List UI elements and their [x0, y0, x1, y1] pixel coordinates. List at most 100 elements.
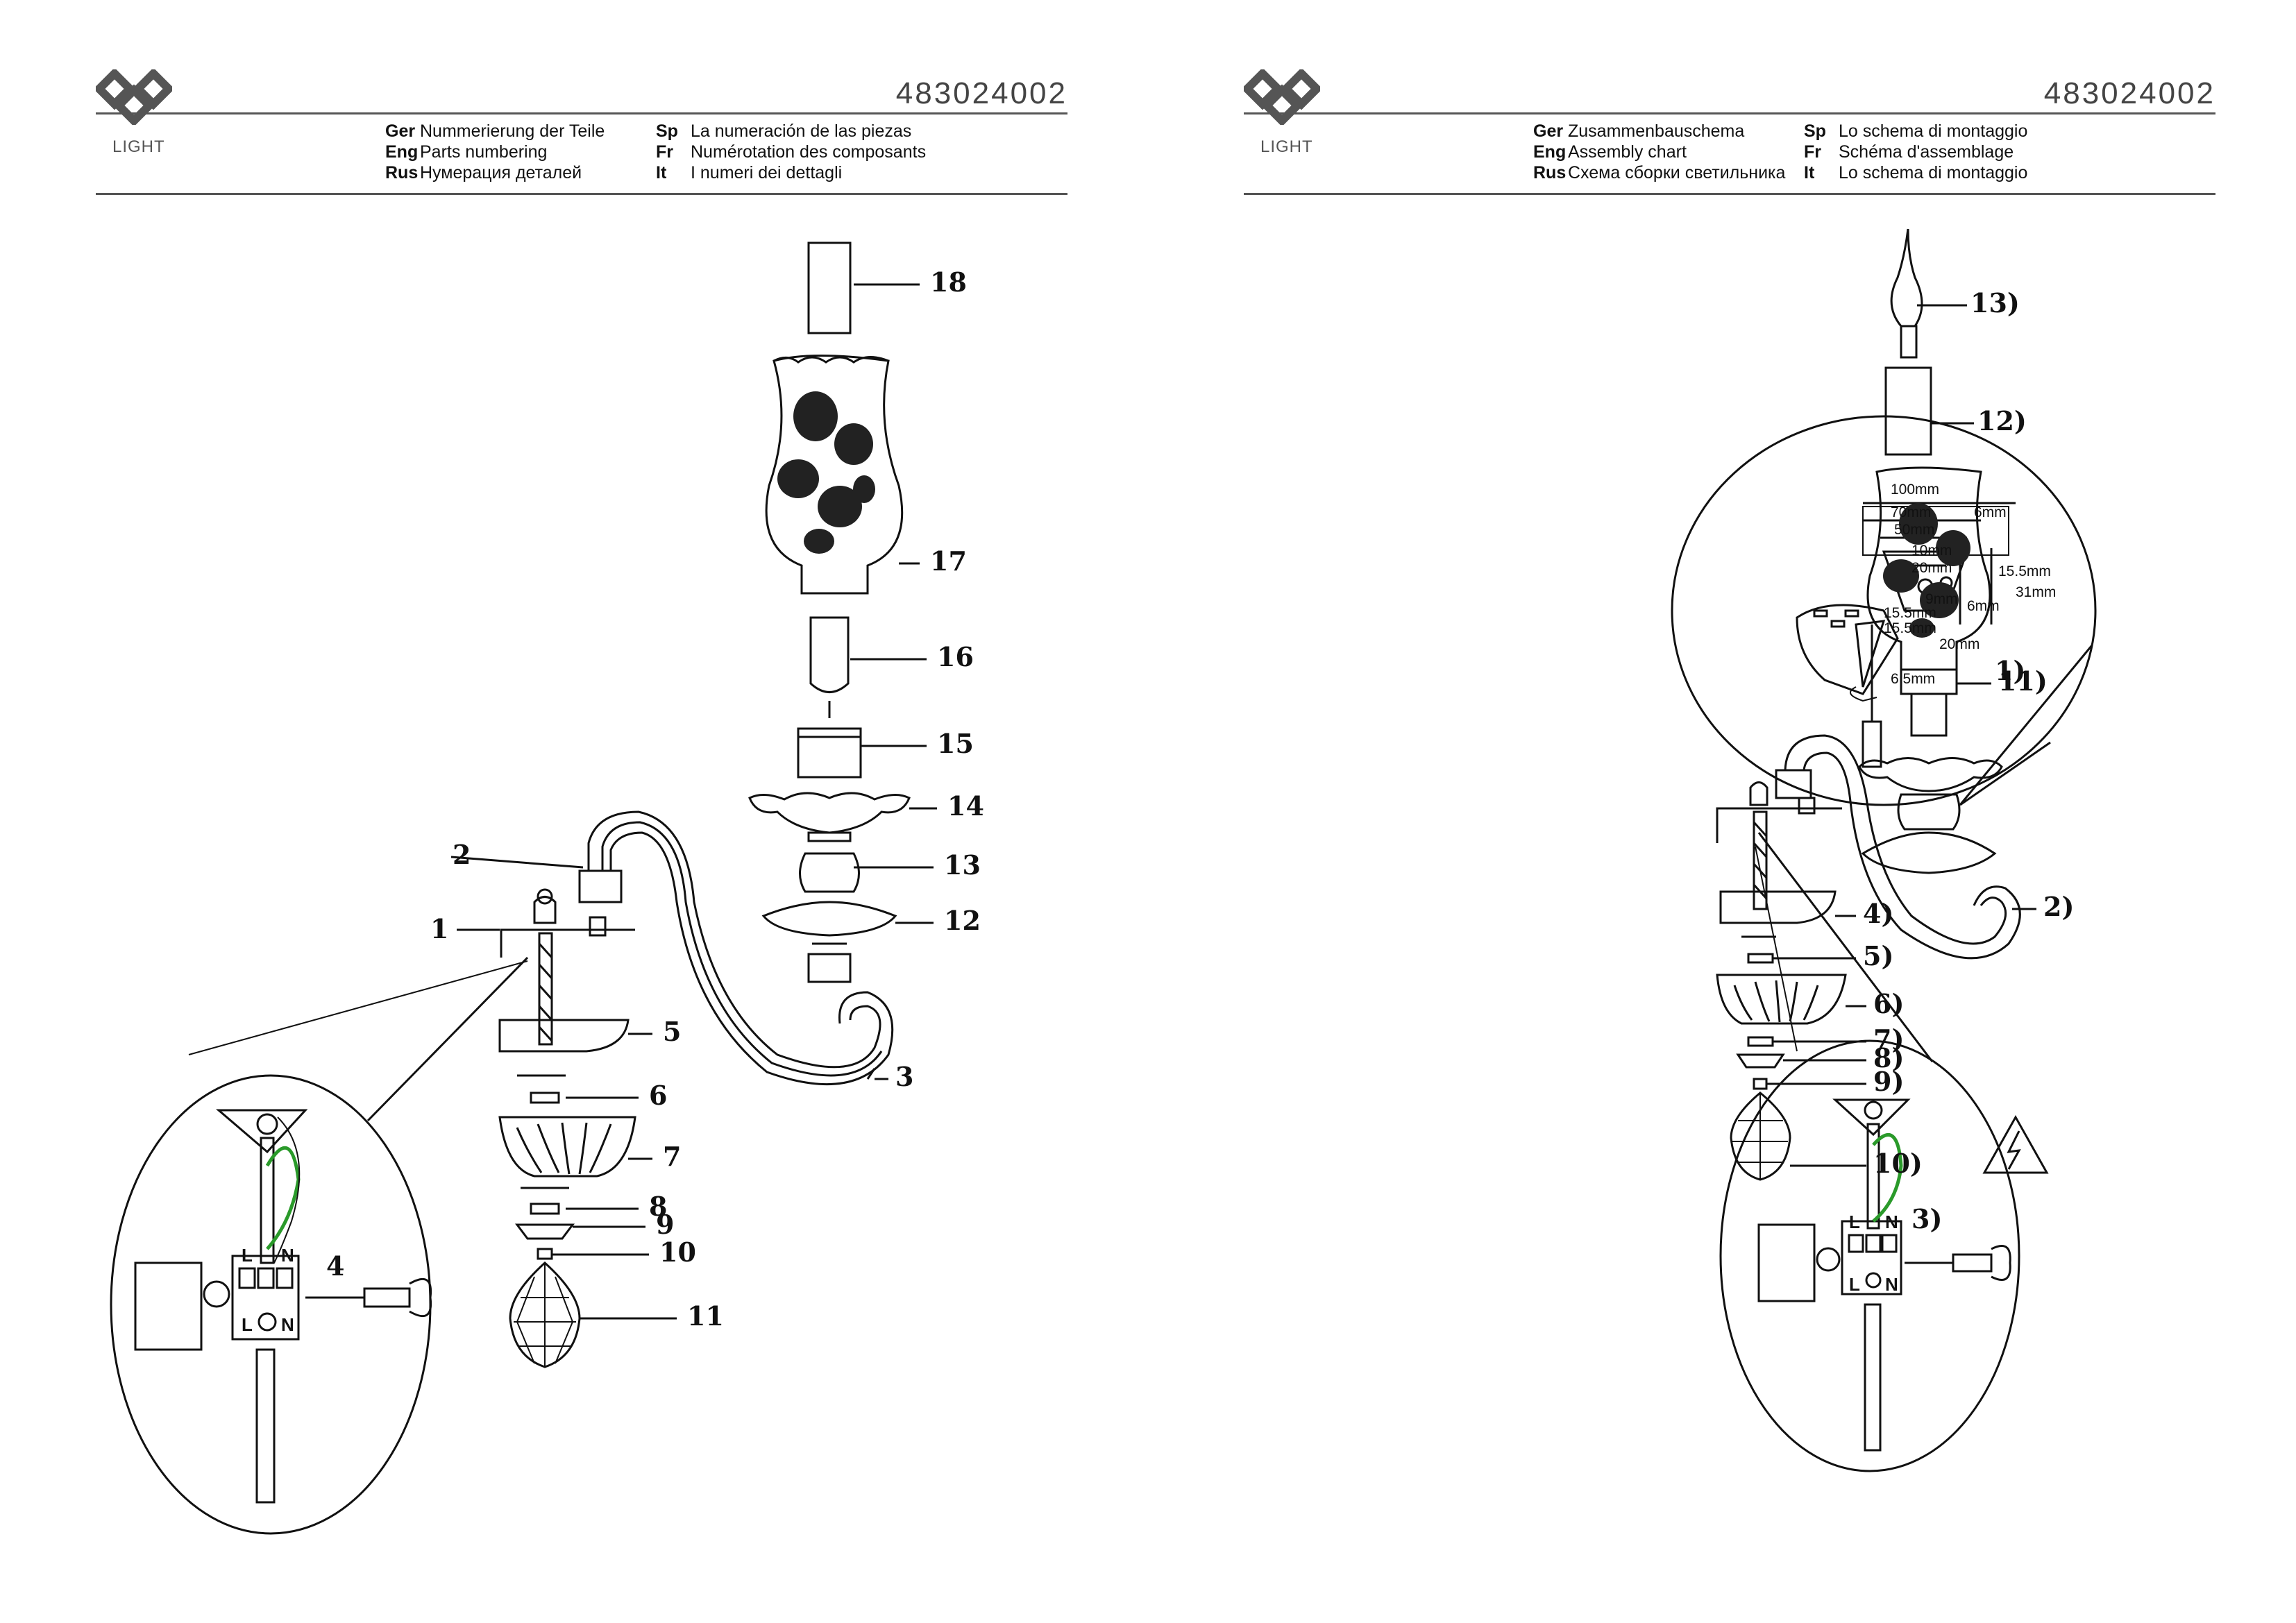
- parts-numbering-diagram: 1 2 3 4 5 6 7 8 9 10 11 12 13 14 15 16 1…: [110, 241, 984, 1535]
- electric-warning-icon: [1982, 1114, 2049, 1174]
- part-label: 14: [947, 790, 984, 822]
- part-label: 16: [937, 641, 974, 672]
- lang-code: It: [656, 163, 667, 182]
- nut-8: [530, 1203, 560, 1215]
- header-rule-top: [96, 112, 1067, 114]
- part-label: 2: [453, 839, 471, 870]
- dimension-label: 10mm: [1911, 543, 1952, 559]
- caption-row: Sp La numeración de las piezas: [656, 121, 926, 142]
- caption-text: Assembly chart: [1568, 142, 1687, 162]
- glass-shade: [1866, 466, 1991, 671]
- lang-code: It: [1804, 163, 1815, 182]
- dimension-label: 15.5mm: [1884, 605, 1936, 621]
- part-label: 12: [944, 905, 981, 936]
- part-label: 17: [930, 545, 967, 577]
- connector-live-label: L: [242, 1314, 253, 1335]
- dimension-label: 6mm: [1974, 504, 2007, 520]
- part-label: 9: [656, 1209, 674, 1240]
- header-rule-top: [1244, 112, 2215, 114]
- caption-text: Zusammenbauschema: [1568, 121, 1745, 141]
- screwdriver-icon: [363, 1287, 411, 1308]
- caption-row: It Lo schema di montaggio: [1804, 162, 2027, 183]
- caption-column-2: Sp La numeración de las piezas Fr Numérota…: [656, 121, 926, 183]
- connector-neutral-label: N: [281, 1245, 294, 1266]
- connector-live-label: L: [1849, 1274, 1860, 1295]
- part-label: 4: [326, 1250, 344, 1282]
- step-label: 10): [1873, 1148, 1923, 1179]
- brand-logo-icon: [1244, 69, 1320, 125]
- step-label: 11): [1998, 665, 2048, 697]
- caption-column-2: Sp Lo schema di montaggio Fr Schéma d'asse…: [1804, 121, 2027, 183]
- dimension-label: 9mm: [1925, 591, 1958, 607]
- assembly-chart-diagram: 100mm 70mm 50mm 6mm 10mm 20mm 9mm 6mm 20…: [1671, 228, 2097, 1472]
- candle-urn: [799, 852, 860, 893]
- dimension-label: 6.5mm: [1891, 671, 1935, 687]
- candle-sleeve: [1884, 366, 1932, 456]
- connector-neutral-label: N: [1885, 1274, 1898, 1295]
- caption-text: Schéma d'assemblage: [1839, 142, 2014, 162]
- part-label: 6: [649, 1080, 667, 1111]
- step-label: 13): [1970, 287, 2020, 318]
- glass-bowl: [498, 1116, 636, 1178]
- step-label: 2): [2043, 891, 2074, 922]
- dimension-label: 100mm: [1891, 482, 1939, 498]
- caption-row: Fr Schéma d'assemblage: [1804, 142, 2027, 162]
- lang-code: Sp: [1804, 121, 1826, 141]
- part-label: 7: [663, 1141, 681, 1172]
- lang-code: Fr: [1804, 142, 1821, 162]
- step-label: 4): [1863, 898, 1893, 929]
- back-plate: [1719, 890, 1837, 924]
- connector-neutral-label: N: [1885, 1212, 1898, 1232]
- part-label: 1: [430, 913, 448, 944]
- threaded-rod: [1753, 810, 1768, 910]
- step-label: 12): [1977, 405, 2027, 436]
- step-label: 3): [1911, 1203, 1942, 1234]
- caption-text: Parts numbering: [420, 142, 548, 162]
- part-label: 13: [944, 849, 981, 881]
- part-label: 8: [649, 1191, 667, 1222]
- finial-cap: [515, 1223, 575, 1240]
- lang-code: Rus: [385, 163, 419, 182]
- article-number: 483024002: [895, 76, 1067, 110]
- detail-callout-ellipse: [1719, 1039, 2020, 1472]
- caption-text: Numérotation des composants: [691, 142, 927, 162]
- brand-logo-text: LIGHT: [1260, 137, 1313, 156]
- back-plate: [498, 1019, 630, 1053]
- caption-text: Lo schema di montaggio: [1839, 163, 2028, 182]
- wall-bracket: [500, 928, 635, 958]
- finial-cap: [1736, 1053, 1785, 1069]
- part-label: 5: [663, 1016, 681, 1047]
- wall-bracket: [1716, 807, 1842, 843]
- lamp-socket: [809, 616, 850, 693]
- candle-sleeve: [807, 241, 852, 334]
- step-label: 7): [1873, 1023, 1904, 1055]
- connector-neutral-label: N: [281, 1314, 294, 1335]
- step-label: 6): [1873, 988, 1904, 1019]
- curved-arm: [587, 810, 881, 1069]
- crystal-hook: [537, 1248, 553, 1260]
- lang-code: Fr: [656, 142, 673, 162]
- dimension-label: 50mm: [1894, 522, 1934, 538]
- glass-bowl: [1716, 974, 1847, 1025]
- detail-callout-ellipse: [110, 1074, 432, 1535]
- curved-arm: [1784, 734, 2007, 945]
- lang-code: Eng: [385, 142, 419, 162]
- step-label: 8): [1873, 1042, 1904, 1073]
- drip-pan: [1861, 831, 1997, 874]
- dimension-label: 15.5mm: [1998, 563, 2051, 579]
- caption-text: La numeración de las piezas: [691, 121, 912, 141]
- part-label: 10: [659, 1237, 696, 1268]
- dimension-label: 15.5mm: [1884, 620, 1936, 636]
- bobeche: [1858, 757, 2003, 792]
- nut-6: [530, 1091, 560, 1104]
- caption-text: I numeri dei dettagli: [691, 163, 843, 182]
- brand-logo-icon: [96, 69, 172, 125]
- lang-code: Sp: [656, 121, 678, 141]
- socket-cup: [797, 727, 862, 779]
